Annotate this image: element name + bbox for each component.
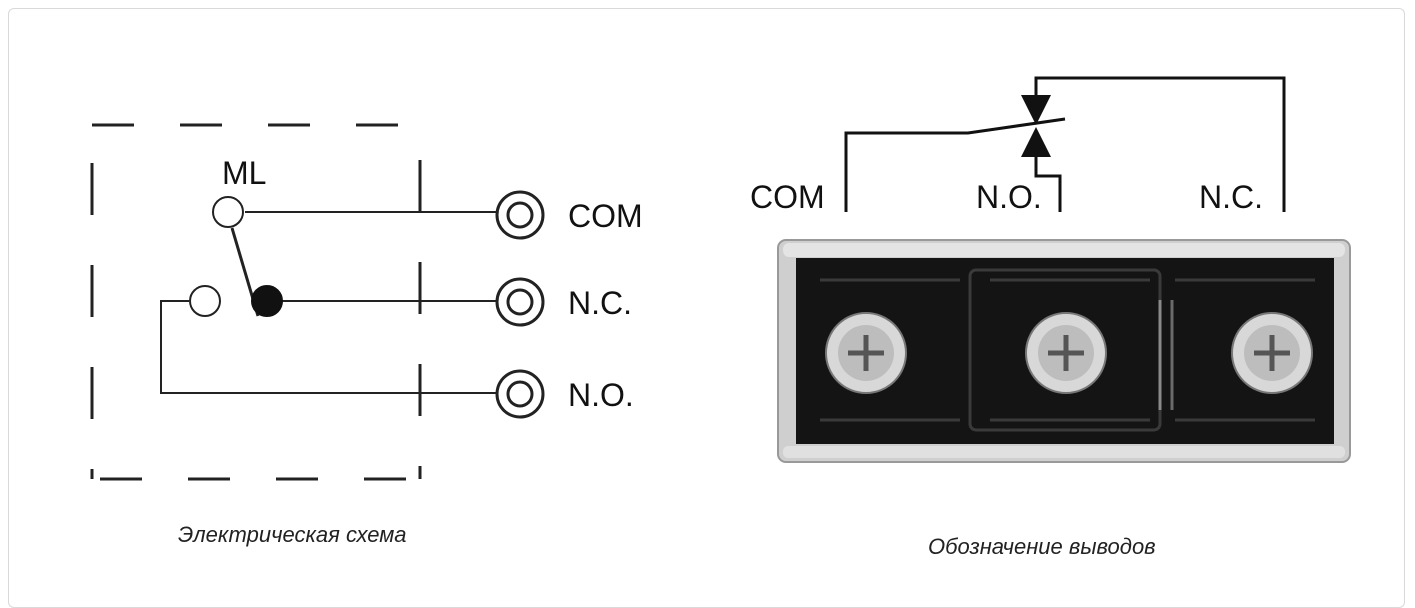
nc-contact xyxy=(251,285,283,317)
terminal-com xyxy=(495,190,545,240)
dashed-enclosure xyxy=(90,123,422,481)
terminal-label-com: COM xyxy=(568,198,643,234)
common-contact xyxy=(212,196,244,228)
switch-label-ml: ML xyxy=(222,155,266,191)
terminal-block-image xyxy=(777,239,1351,463)
terminal-nc xyxy=(495,277,545,327)
terminal-label-no: N.O. xyxy=(568,377,634,413)
screw-nc xyxy=(1231,312,1313,394)
terminal-no xyxy=(495,369,545,419)
pin-label-no: N.O. xyxy=(976,179,1042,215)
screw-com xyxy=(825,312,907,394)
pin-label-com: COM xyxy=(750,179,825,215)
electrical-schematic: ML COM N.C. N.O. Электрическая с xyxy=(90,123,643,547)
schematic-caption: Электрическая схема xyxy=(178,522,407,547)
pin-label-nc: N.C. xyxy=(1199,179,1263,215)
terminal-label-nc: N.C. xyxy=(568,285,632,321)
pinout-caption: Обозначение выводов xyxy=(928,534,1156,559)
pinout-diagram: COM N.O. N.C. xyxy=(750,76,1351,559)
screw-no xyxy=(1025,312,1107,394)
pinout-wiring xyxy=(844,76,1286,212)
no-contact xyxy=(189,285,221,317)
